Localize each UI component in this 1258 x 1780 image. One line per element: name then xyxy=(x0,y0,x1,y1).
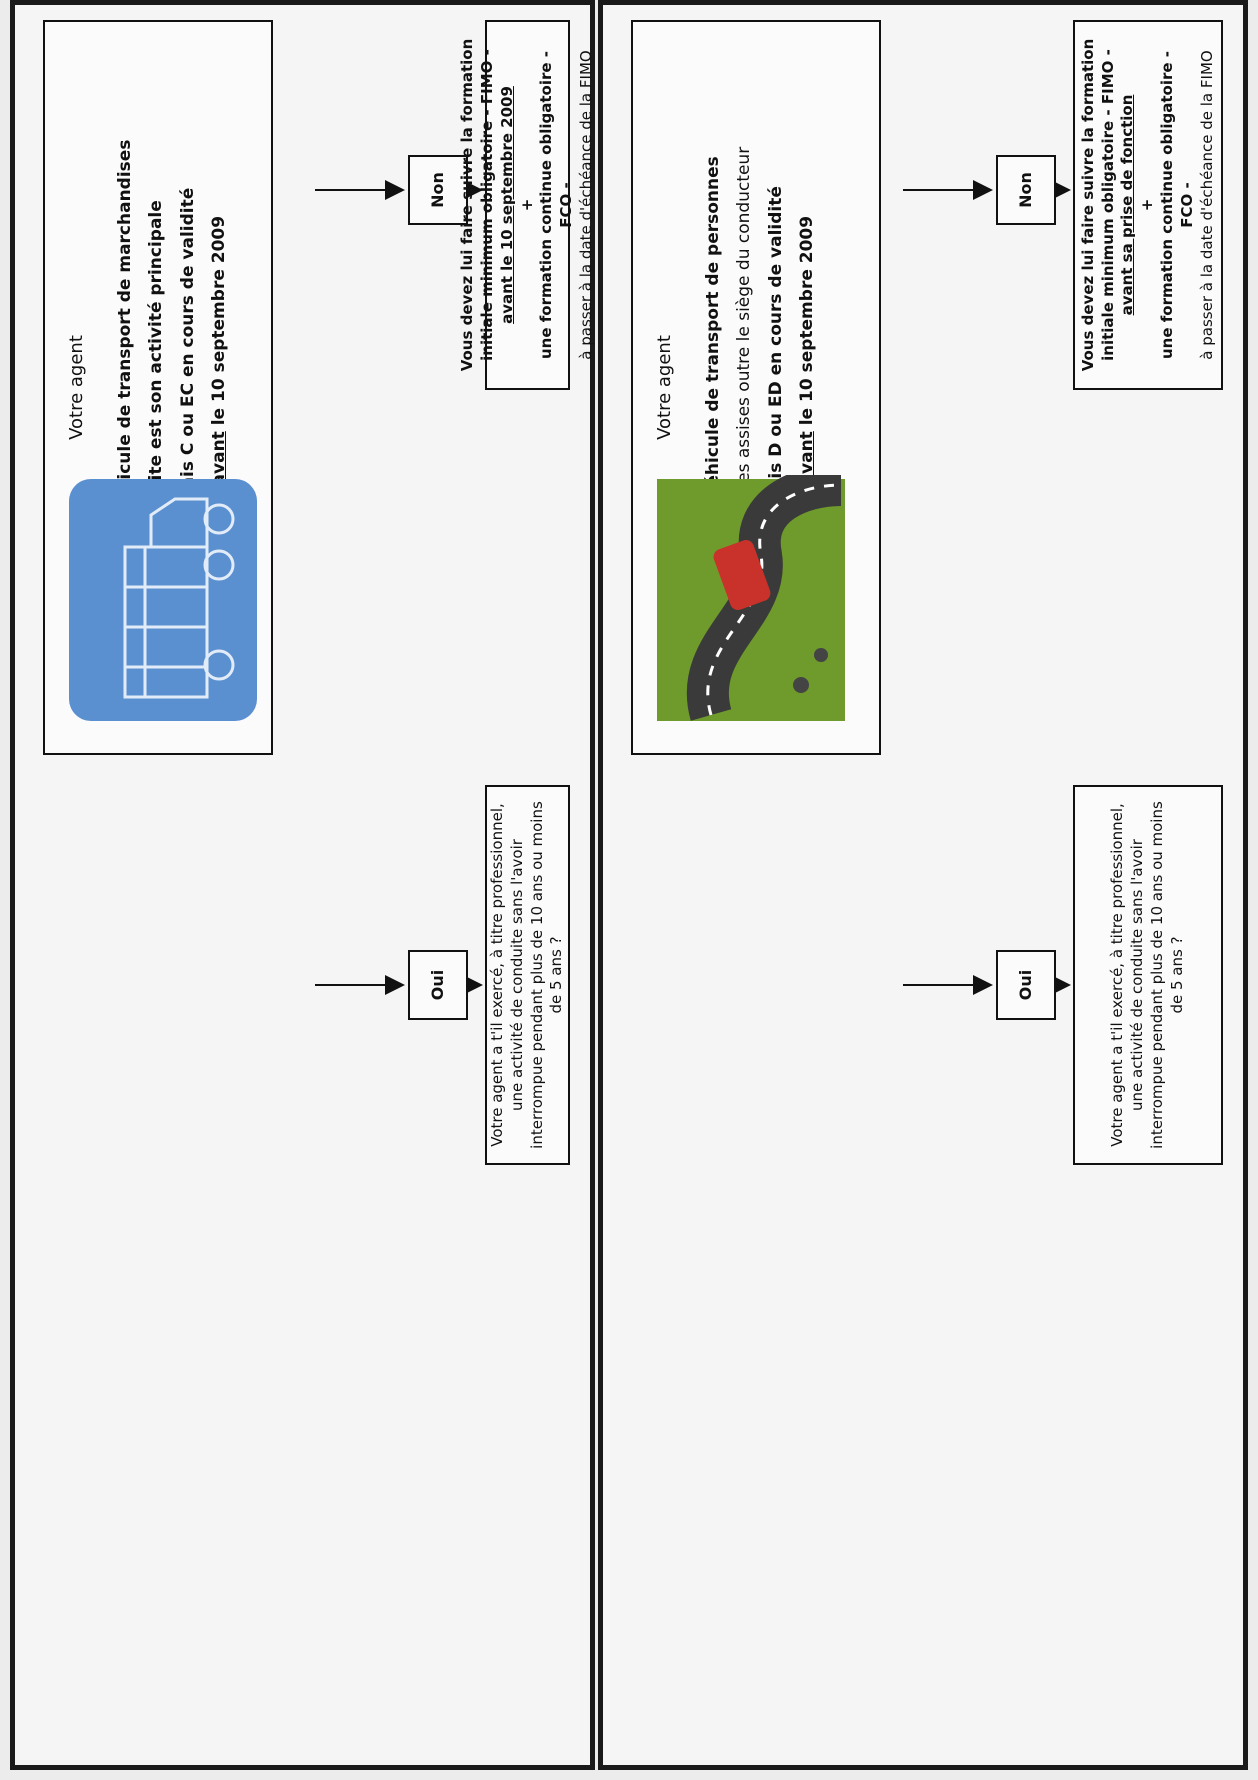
box-text: une formation continue obligatoire - FCO… xyxy=(1157,51,1196,360)
oui-label: Oui xyxy=(408,950,468,1020)
question-activite: Votre agent a t'il exercé, à titre profe… xyxy=(485,785,570,1165)
box-text: avant le 10 septembre 2009 xyxy=(497,86,516,324)
fimo-box: Vous devez lui faire suivre la formation… xyxy=(458,20,595,390)
box-text: + xyxy=(1138,198,1157,212)
text-span: le 10 septembre 2009 xyxy=(209,215,230,432)
box-text: une formation continue obligatoire - FCO… xyxy=(537,51,576,360)
box-text: à passer à la date d'échéance de la FIMO xyxy=(1197,50,1216,360)
fimo-box: Vous devez lui faire suivre la formation… xyxy=(1073,20,1223,390)
box-text: Vous devez lui faire suivre la formation… xyxy=(458,38,497,372)
oui-label: Oui xyxy=(996,950,1056,1020)
non-label: Non xyxy=(996,155,1056,225)
question-activite: Votre agent a t'il exercé, à titre profe… xyxy=(1073,785,1223,1165)
box-text: + xyxy=(517,198,536,212)
flow-arrows xyxy=(315,180,483,995)
text-span: le 10 septembre 2009 xyxy=(797,215,818,432)
flow-arrows xyxy=(903,180,1071,995)
box-text: Vous devez lui faire suivre la formation… xyxy=(1078,38,1117,372)
panel-transport-personnes: Votre agent- conduit un véhicule de tran… xyxy=(598,0,1248,1770)
truck-illustration xyxy=(69,479,257,721)
box-text: avant sa prise de fonction xyxy=(1118,94,1137,316)
panel-transport-marchandises: Votre agent- conduit un véhicule de tran… xyxy=(10,0,595,1770)
box-text: à passer à la date d'échéance de la FIMO xyxy=(577,50,595,360)
bus-on-road-illustration xyxy=(657,475,845,721)
